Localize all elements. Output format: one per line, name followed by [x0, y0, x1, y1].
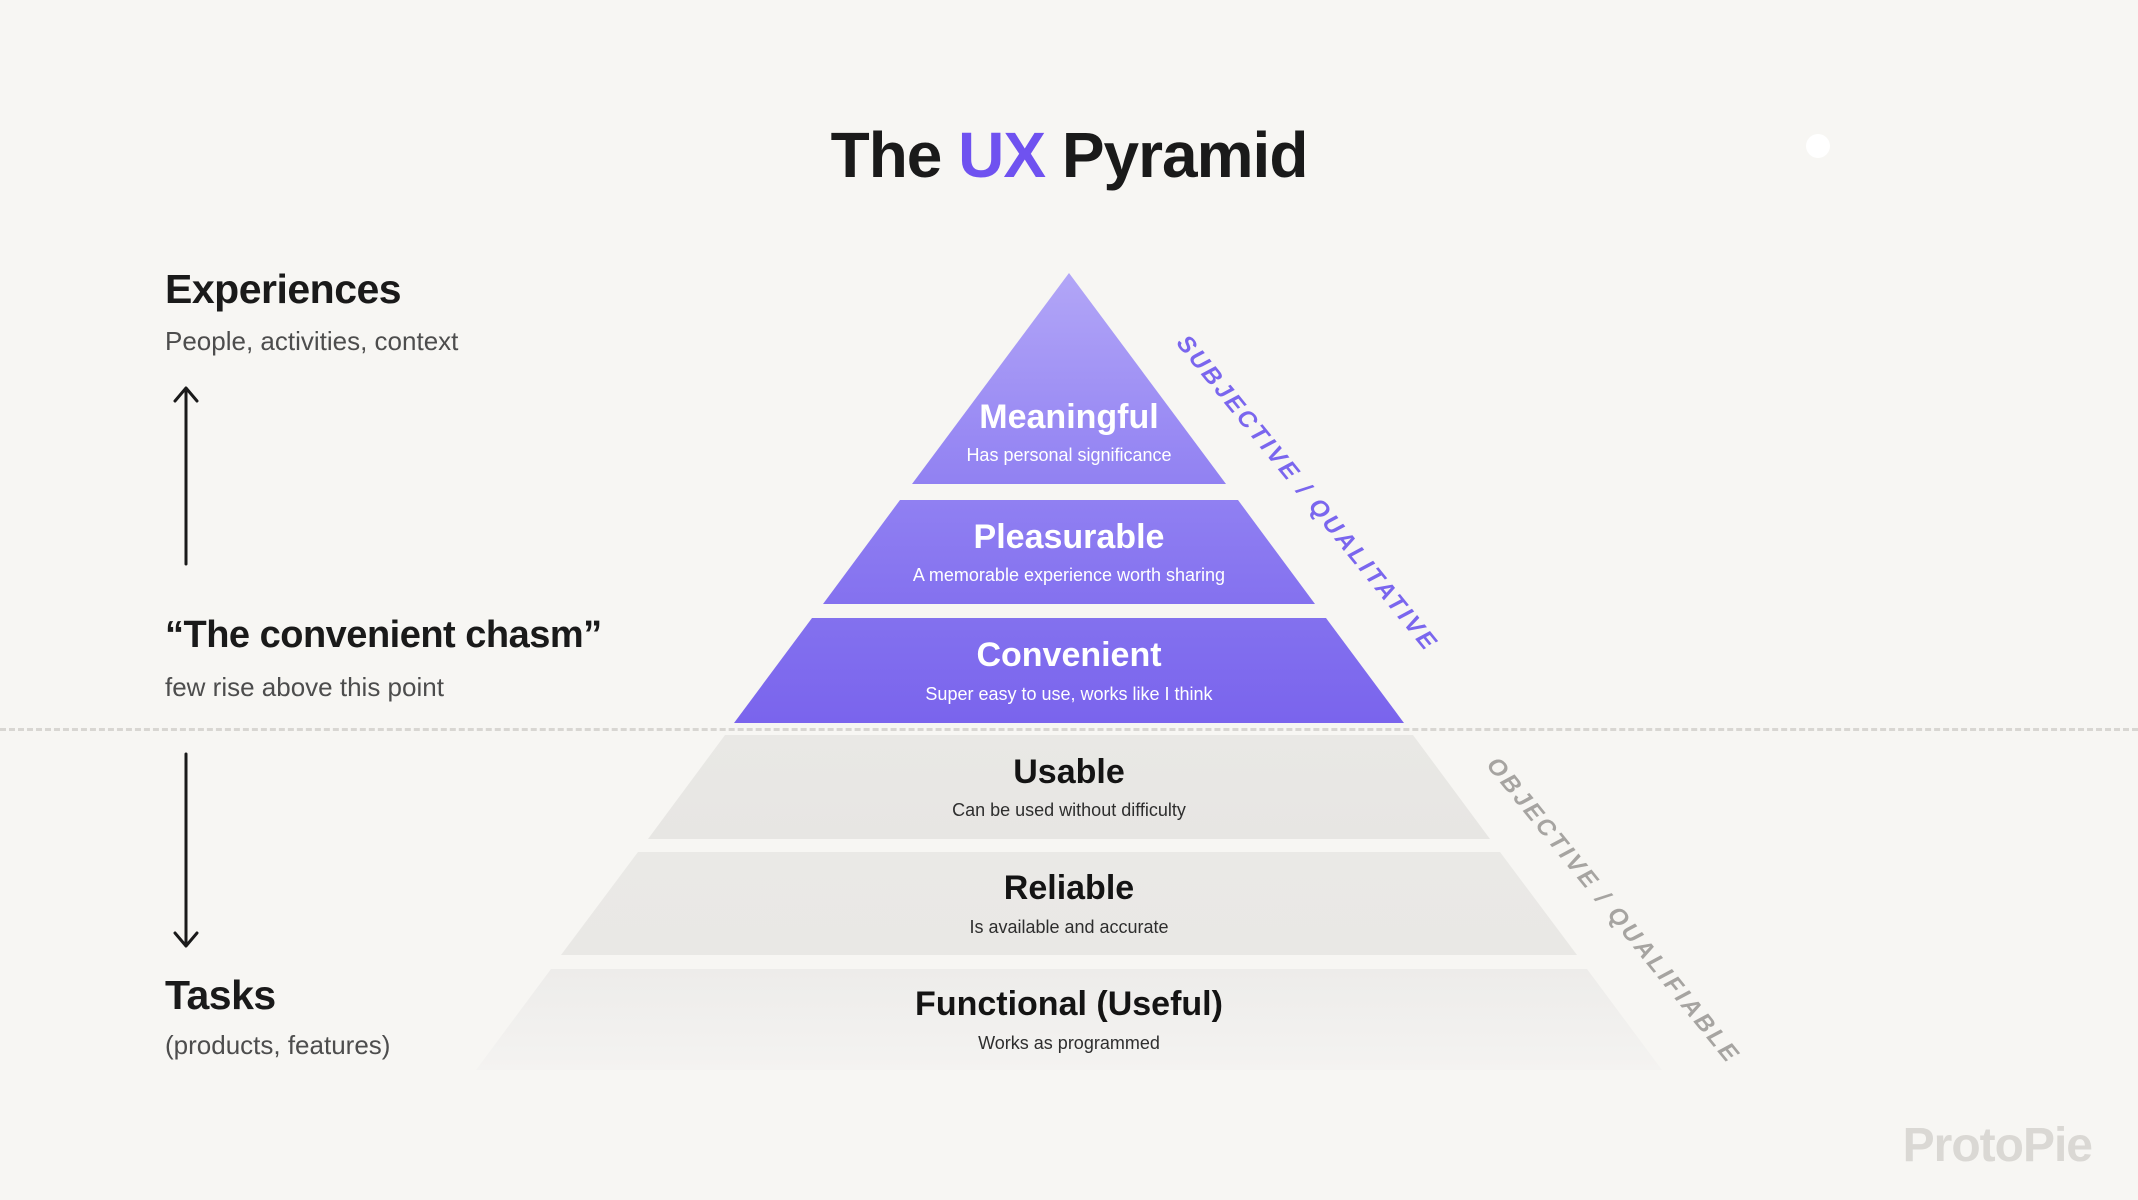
experiences-label: Experiences: [165, 266, 402, 312]
level-subtitle: Has personal significance: [966, 445, 1172, 465]
pyramid-level-convenient: Convenient Super easy to use, works like…: [734, 618, 1404, 723]
page-title: The UX Pyramid: [0, 118, 2138, 192]
pyramid-level-usable: Usable Can be used without difficulty: [648, 735, 1490, 839]
level-subtitle: Can be used without difficulty: [952, 800, 1186, 821]
pyramid-level-pleasurable: Pleasurable A memorable experience worth…: [823, 500, 1315, 604]
level-title: Meaningful: [979, 397, 1159, 436]
pyramid-level-reliable: Reliable Is available and accurate: [561, 852, 1577, 955]
cursor-dot: [1806, 134, 1830, 158]
pyramid-level-functional: Functional (Useful) Works as programmed: [476, 969, 1662, 1070]
level-title: Convenient: [976, 636, 1162, 675]
chasm-sublabel: few rise above this point: [165, 672, 444, 702]
level-title: Usable: [1013, 752, 1125, 791]
chasm-divider-line: [0, 728, 2138, 731]
arrow-up-icon: [173, 386, 199, 566]
level-title: Reliable: [1003, 869, 1135, 908]
tasks-sublabel: (products, features): [165, 1030, 391, 1060]
arrow-down-icon: [173, 752, 199, 948]
experiences-sublabel: People, activities, context: [165, 326, 459, 356]
pyramid-level-meaningful: Meaningful Has personal significance: [912, 273, 1226, 484]
level-subtitle: Super easy to use, works like I think: [925, 683, 1213, 704]
protopie-logo: ProtoPie: [1902, 1119, 2093, 1172]
tasks-label: Tasks: [165, 972, 276, 1018]
ux-pyramid: Meaningful Has personal significance Ple…: [469, 273, 1669, 1070]
level-title: Pleasurable: [973, 517, 1165, 556]
level-subtitle: Is available and accurate: [969, 916, 1169, 937]
title-highlight: UX: [958, 119, 1046, 191]
level-title: Functional (Useful): [915, 985, 1223, 1024]
title-prefix: The: [830, 119, 959, 191]
level-subtitle: Works as programmed: [978, 1032, 1160, 1053]
level-subtitle: A memorable experience worth sharing: [912, 565, 1226, 586]
title-suffix: Pyramid: [1045, 119, 1309, 191]
chasm-label: “The convenient chasm”: [165, 614, 602, 656]
